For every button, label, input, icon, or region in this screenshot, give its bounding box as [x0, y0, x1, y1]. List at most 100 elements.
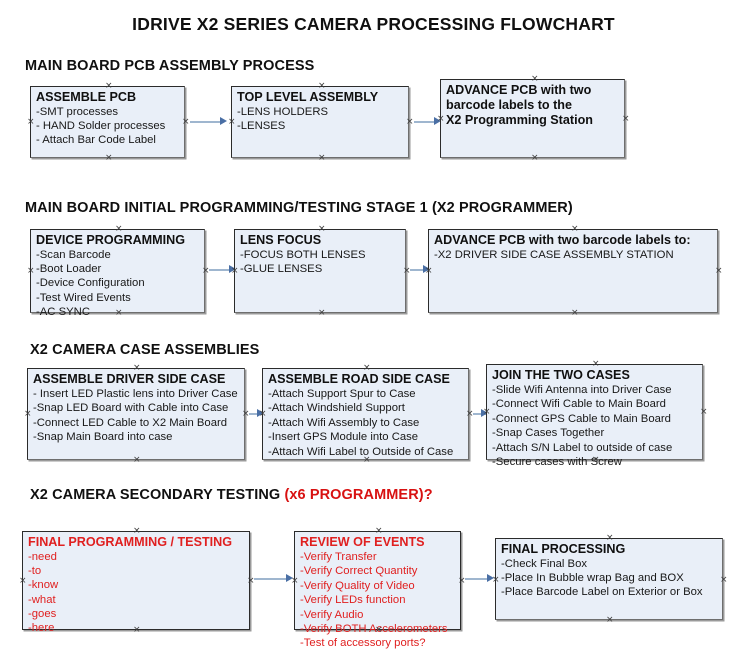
connector-arrowhead-icon	[220, 117, 227, 125]
flow-box-line: - Attach Bar Code Label	[36, 134, 156, 147]
flow-box-title: LENS FOCUS	[240, 233, 322, 247]
connection-handle-right[interactable]	[715, 268, 722, 275]
connection-handle-left[interactable]	[291, 578, 298, 585]
flow-box-review-of-events[interactable]: REVIEW OF EVENTS -Verify Transfer -Verif…	[291, 528, 461, 649]
flow-box-line: -Boot Loader	[36, 263, 102, 276]
connection-handle-top[interactable]	[363, 365, 370, 372]
connection-handle-top[interactable]	[105, 83, 112, 90]
flow-box-final-programming-testing[interactable]: FINAL PROGRAMMING / TESTING -need -to -k…	[19, 528, 250, 634]
flow-box-line: -LENSES	[237, 120, 286, 133]
connection-handle-top[interactable]	[318, 226, 325, 233]
connection-handle-left[interactable]	[19, 578, 26, 585]
connection-handle-left[interactable]	[259, 411, 266, 418]
connection-handle-top[interactable]	[133, 528, 140, 535]
flow-box-title: FINAL PROGRAMMING / TESTING	[28, 535, 233, 549]
flow-box-line: -Connect LED Cable to X2 Main Board	[33, 416, 228, 429]
flow-box-join-the-two-cases[interactable]: JOIN THE TWO CASES -Slide Wifi Antenna i…	[483, 361, 703, 468]
connection-handle-top[interactable]	[133, 365, 140, 372]
flow-box-title: DEVICE PROGRAMMING	[36, 233, 186, 247]
flow-box-line: - HAND Solder processes	[36, 120, 166, 133]
connector-line	[190, 121, 222, 123]
connection-handle-right[interactable]	[242, 411, 249, 418]
connection-handle-bottom[interactable]	[363, 457, 370, 464]
flow-box-line: -Test Wired Events	[36, 291, 131, 304]
connection-handle-right[interactable]	[458, 578, 465, 585]
connection-handle-top[interactable]	[531, 76, 538, 83]
flow-box-line: -FOCUS BOTH LENSES	[240, 249, 366, 261]
flow-box-final-processing[interactable]: FINAL PROCESSING -Check Final Box -Place…	[495, 538, 723, 620]
connection-handle-top[interactable]	[318, 83, 325, 90]
connection-handle-right[interactable]	[247, 578, 254, 585]
connection-handle-bottom[interactable]	[592, 457, 599, 464]
connector-line	[249, 413, 263, 415]
flow-box-advance-pcb-programming-station[interactable]: ADVANCE PCB with two barcode labels to t…	[440, 79, 625, 158]
connector-arrowhead-icon	[487, 574, 494, 582]
flow-box-line: -Attach Wifi Assembly to Case	[268, 416, 420, 429]
connection-handle-bottom[interactable]	[318, 310, 325, 317]
connection-handle-bottom[interactable]	[571, 310, 578, 317]
connection-handle-right[interactable]	[700, 409, 707, 416]
flow-box-line: -Verify LEDs function	[300, 594, 406, 607]
connection-handle-bottom[interactable]	[115, 310, 122, 317]
connection-handle-left[interactable]	[483, 409, 490, 416]
connection-handle-left[interactable]	[27, 119, 34, 126]
connection-handle-bottom[interactable]	[133, 627, 140, 634]
connection-handle-top[interactable]	[115, 226, 122, 233]
flow-box-line: -Connect GPS Cable to Main Board	[492, 412, 671, 425]
connection-handle-right[interactable]	[406, 119, 413, 126]
connection-handle-left[interactable]	[437, 116, 444, 123]
connection-handle-bottom[interactable]	[318, 155, 325, 162]
flow-box-line: barcode labels to the	[446, 98, 572, 112]
connection-handle-left[interactable]	[24, 411, 31, 418]
flow-box-line: -GLUE LENSES	[240, 263, 323, 276]
connection-handle-right[interactable]	[622, 116, 629, 123]
connection-handle-bottom[interactable]	[606, 617, 613, 624]
flow-box-advance-pcb-driver-side-case[interactable]: ADVANCE PCB with two barcode labels to: …	[428, 229, 718, 313]
section-heading-text: MAIN BOARD INITIAL PROGRAMMING/TESTING S…	[25, 200, 573, 216]
flow-box-line: -Verify Quality of Video	[300, 579, 415, 592]
connection-handle-left[interactable]	[231, 268, 238, 275]
flow-box-assemble-road-side-case[interactable]: ASSEMBLE ROAD SIDE CASE -Attach Support …	[262, 368, 469, 460]
connection-handle-right[interactable]	[182, 119, 189, 126]
flow-box-lens-focus[interactable]: LENS FOCUS -FOCUS BOTH LENSES -GLUE LENS…	[234, 229, 406, 313]
connection-handle-right[interactable]	[466, 411, 473, 418]
connection-handle-bottom[interactable]	[531, 155, 538, 162]
flow-box-line: -X2 DRIVER SIDE CASE ASSEMBLY STATION	[434, 249, 674, 261]
page-title: IDRIVE X2 SERIES CAMERA PROCESSING FLOWC…	[132, 14, 615, 34]
connection-handle-top[interactable]	[375, 528, 382, 535]
connection-handle-right[interactable]	[202, 268, 209, 275]
flow-box-title: ASSEMBLE PCB	[36, 90, 137, 104]
connection-handle-top[interactable]	[592, 361, 599, 368]
flow-box-line: - Insert LED Plastic lens into Driver Ca…	[33, 388, 238, 400]
connection-handle-left[interactable]	[492, 577, 499, 584]
connection-handle-bottom[interactable]	[133, 457, 140, 464]
flow-box-assemble-driver-side-case[interactable]: ASSEMBLE DRIVER SIDE CASE - Insert LED P…	[27, 368, 245, 460]
connector-line	[254, 578, 290, 580]
connection-handle-top[interactable]	[606, 535, 613, 542]
flow-box-title: FINAL PROCESSING	[501, 542, 626, 556]
connection-handle-right[interactable]	[720, 577, 727, 584]
connection-handle-left[interactable]	[27, 268, 34, 275]
section-heading-secondary-testing: X2 CAMERA SECONDARY TESTING (x6 PROGRAMM…	[30, 487, 433, 503]
connector-line	[414, 121, 436, 123]
connection-handle-left[interactable]	[228, 119, 235, 126]
section-heading-main-board-pcb-assembly: MAIN BOARD PCB ASSEMBLY PROCESS	[25, 58, 314, 74]
flow-box-line: -Snap Main Board into case	[33, 431, 173, 444]
flow-box-top-level-assembly[interactable]: TOP LEVEL ASSEMBLY -LENS HOLDERS -LENSES	[231, 86, 409, 158]
connection-handle-bottom[interactable]	[375, 627, 382, 634]
connection-handle-left[interactable]	[425, 268, 432, 275]
connection-handle-bottom[interactable]	[105, 155, 112, 162]
flow-box-line: -Attach S/N Label to outside of case	[492, 441, 673, 454]
connection-handle-right[interactable]	[403, 268, 410, 275]
flow-box-line: -SMT processes	[36, 106, 119, 118]
connection-handle-top[interactable]	[571, 226, 578, 233]
section-heading-text: X2 CAMERA CASE ASSEMBLIES	[30, 342, 260, 358]
flow-box-title: TOP LEVEL ASSEMBLY	[237, 90, 379, 104]
flow-box-line-overflow: -Test of accessory ports?	[300, 637, 426, 650]
flow-box-line: -Snap Cases Together	[492, 427, 605, 440]
section-heading-text: MAIN BOARD PCB ASSEMBLY PROCESS	[25, 58, 315, 74]
flow-box-assemble-pcb[interactable]: ASSEMBLE PCB -SMT processes - HAND Solde…	[30, 86, 185, 158]
flow-box-line: -Verify Transfer	[300, 551, 377, 563]
flow-box-device-programming[interactable]: DEVICE PROGRAMMING -Scan Barcode -Boot L…	[27, 226, 205, 318]
